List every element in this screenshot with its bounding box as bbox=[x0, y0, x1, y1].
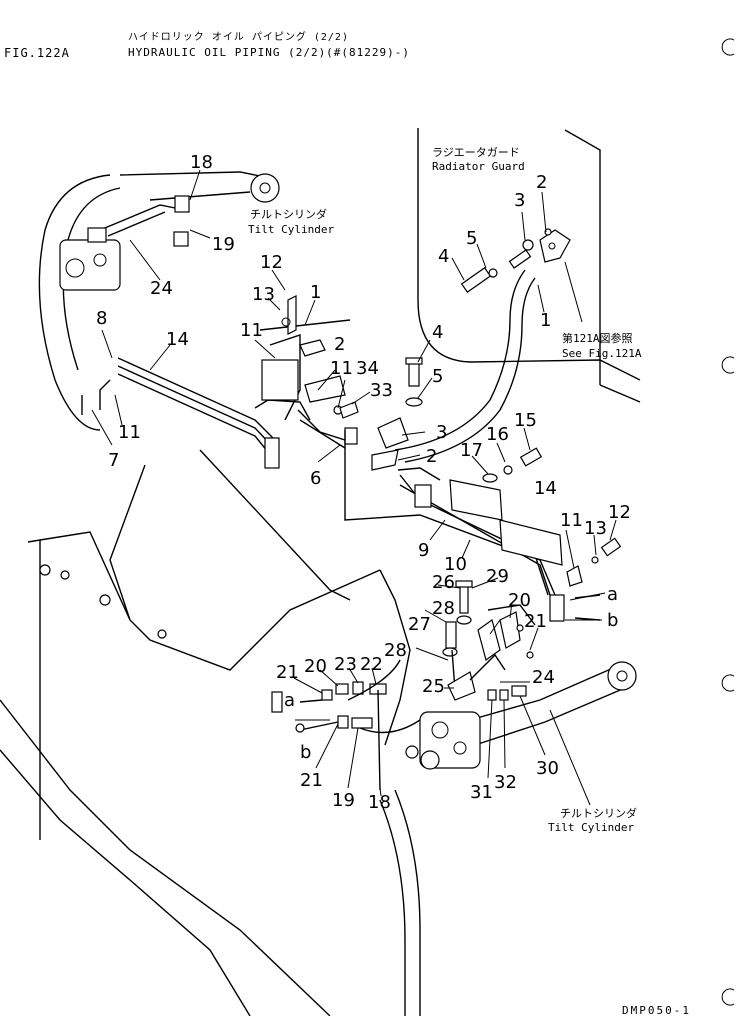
callout-23: 23 bbox=[334, 654, 357, 675]
callout-4-mid: 4 bbox=[432, 322, 443, 343]
radiator-guard-outline bbox=[417, 128, 641, 403]
connector-a-right: a bbox=[607, 584, 618, 605]
pipe-bundle-right bbox=[344, 430, 565, 622]
callout-6: 6 bbox=[310, 468, 321, 489]
callout-9: 9 bbox=[418, 540, 429, 561]
arrow-b-right bbox=[574, 617, 601, 621]
connector-b-left: b bbox=[300, 742, 311, 763]
arrow-a-right bbox=[574, 594, 601, 599]
callout-15: 15 bbox=[514, 410, 537, 431]
radiator-fittings bbox=[460, 228, 571, 293]
figure-id: FIG.122A bbox=[4, 46, 70, 60]
middle-bracket bbox=[259, 295, 359, 449]
connector-a-left: a bbox=[284, 690, 295, 711]
callout-5-right: 5 bbox=[466, 228, 477, 249]
lower-valve-parts bbox=[442, 580, 536, 701]
callout-11-mid: 11 bbox=[240, 320, 263, 341]
title-japanese: ハイドロリック オイル パイピング (2/2) bbox=[128, 32, 349, 43]
pipe-bundle-left bbox=[81, 357, 311, 469]
radiator-guard-label-jp: ラジエータガード bbox=[432, 146, 520, 159]
see-fig-label: See Fig.121A bbox=[562, 347, 642, 360]
callout-21-right: 21 bbox=[524, 611, 547, 632]
callout-14-right: 14 bbox=[534, 478, 557, 499]
callout-1-mid: 1 bbox=[310, 282, 321, 303]
callout-2-mid: 2 bbox=[334, 334, 345, 355]
callout-2-right: 2 bbox=[536, 172, 547, 193]
callout-4-right: 4 bbox=[438, 246, 449, 267]
callout-28-b: 28 bbox=[384, 640, 407, 661]
callout-34: 34 bbox=[356, 358, 379, 379]
callout-29: 29 bbox=[486, 566, 509, 587]
callout-19-bottom: 19 bbox=[332, 790, 355, 811]
lower-left-fittings bbox=[271, 659, 421, 791]
callout-26: 26 bbox=[432, 572, 455, 593]
callout-32: 32 bbox=[494, 772, 517, 793]
title-english: HYDRAULIC OIL PIPING (2/2)(#(81229)-) bbox=[128, 46, 411, 59]
callout-13-top: 13 bbox=[252, 284, 275, 305]
callout-18-bottom: 18 bbox=[368, 792, 391, 813]
callout-21-bottom: 21 bbox=[300, 770, 323, 791]
right-small-parts bbox=[482, 447, 622, 587]
callout-20-left: 20 bbox=[304, 656, 327, 677]
tilt-cylinder-top-label: Tilt Cylinder bbox=[248, 223, 334, 236]
callout-13-right: 13 bbox=[584, 518, 607, 539]
callout-22: 22 bbox=[360, 654, 383, 675]
upper-left-assembly bbox=[38, 171, 280, 431]
callout-18-top: 18 bbox=[190, 152, 213, 173]
binder-marks bbox=[721, 38, 735, 1006]
callout-25: 25 bbox=[422, 676, 445, 697]
callout-19-top: 19 bbox=[212, 234, 235, 255]
callout-11-mid2: 11 bbox=[330, 358, 353, 379]
callout-10: 10 bbox=[444, 554, 467, 575]
callout-27: 27 bbox=[408, 614, 431, 635]
callout-11-left: 11 bbox=[118, 422, 141, 443]
callout-31: 31 bbox=[470, 782, 493, 803]
callout-2-mid2: 2 bbox=[426, 446, 437, 467]
callout-3-mid: 3 bbox=[436, 422, 447, 443]
tilt-cylinder-top-label-jp: チルトシリンダ bbox=[250, 207, 327, 221]
leader-lines bbox=[91, 169, 617, 806]
middle-fittings bbox=[371, 357, 441, 481]
callout-1-right: 1 bbox=[540, 310, 551, 331]
see-fig-label-jp: 第121A図参照 bbox=[562, 331, 633, 345]
callout-14-left: 14 bbox=[166, 329, 189, 350]
callout-12-top: 12 bbox=[260, 252, 283, 273]
tilt-cylinder-bottom-label: Tilt Cylinder bbox=[548, 821, 634, 834]
callout-21-left: 21 bbox=[276, 662, 299, 683]
callout-28-a: 28 bbox=[432, 598, 455, 619]
tilt-cylinder-bottom-label-jp: チルトシリンダ bbox=[560, 806, 637, 820]
callout-11-right: 11 bbox=[560, 510, 583, 531]
callout-8: 8 bbox=[96, 308, 107, 329]
callout-17: 17 bbox=[460, 440, 483, 461]
callout-24-bottom: 24 bbox=[532, 667, 555, 688]
callout-24-top: 24 bbox=[150, 278, 173, 299]
radiator-guard-label: Radiator Guard bbox=[432, 160, 525, 173]
connector-b-right: b bbox=[607, 610, 618, 631]
callout-5-mid: 5 bbox=[432, 366, 443, 387]
callout-16: 16 bbox=[486, 424, 509, 445]
blade-outline bbox=[0, 449, 421, 1016]
hose-to-radiator bbox=[394, 269, 536, 463]
callout-30: 30 bbox=[536, 758, 559, 779]
callout-12-right: 12 bbox=[608, 502, 631, 523]
callout-7: 7 bbox=[108, 450, 119, 471]
callout-20-right: 20 bbox=[508, 590, 531, 611]
page-code: DMP050-1 bbox=[622, 1004, 691, 1017]
lower-tilt-cylinder bbox=[405, 661, 637, 770]
callout-3-right: 3 bbox=[514, 190, 525, 211]
callout-33: 33 bbox=[370, 380, 393, 401]
